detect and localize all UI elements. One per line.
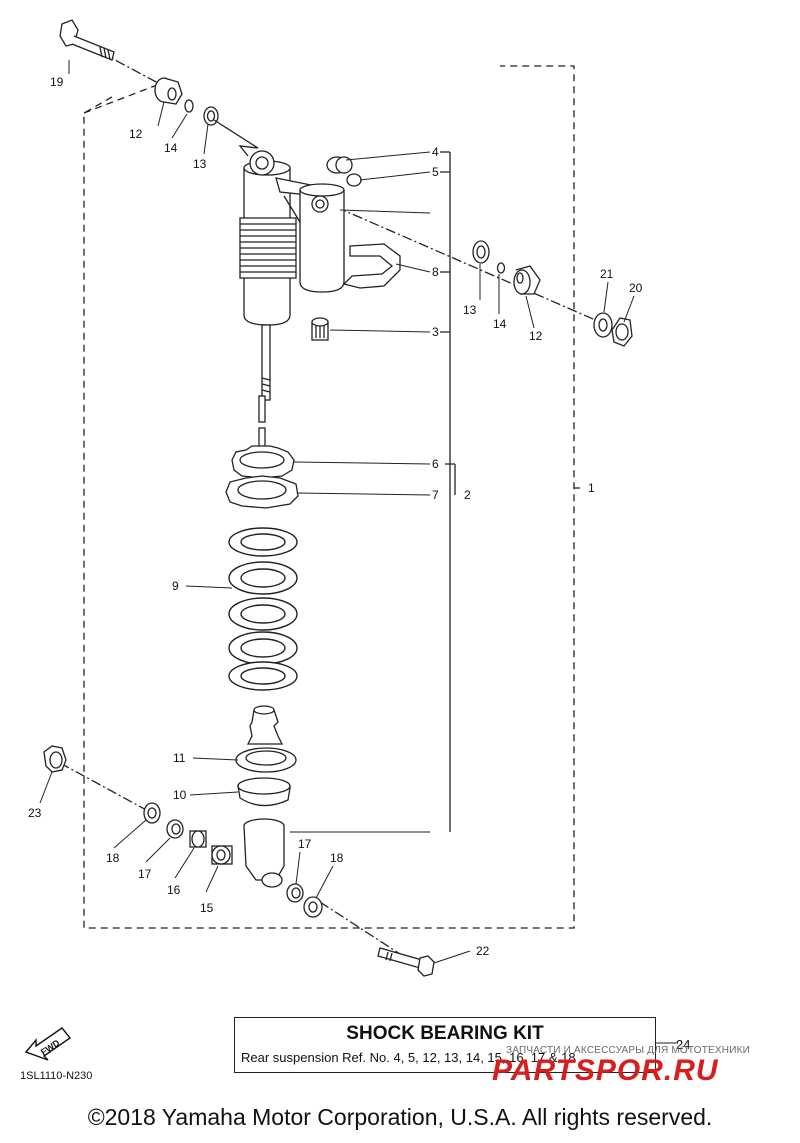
leader-lines: [39, 60, 678, 1044]
seal-18-right: [303, 896, 323, 918]
centerline-right-hardware: [319, 199, 601, 323]
callout-13-top: 13: [193, 157, 207, 171]
callout-21: 21: [600, 267, 614, 281]
callout-6: 6: [432, 457, 439, 471]
guide-11: [235, 747, 297, 773]
centerline-bottom-bolt: [319, 901, 401, 955]
callout-3: 3: [432, 325, 439, 339]
collar-12-top: [154, 77, 183, 105]
callout-1: 1: [588, 481, 595, 495]
diagram-code: 1SL1110-N230: [20, 1070, 93, 1082]
callout-17-right: 17: [298, 837, 312, 851]
callout-12-right: 12: [529, 329, 543, 343]
bottom-bolt-22: [377, 947, 435, 977]
callout-2: 2: [464, 488, 471, 502]
collar-4: [326, 156, 353, 174]
centerline-top-bolt: [99, 51, 161, 85]
callout-numbers: 19 12 14 13 4 5 8 3 13 14 12 21 20 6 7 2…: [28, 75, 643, 958]
callout-14-top: 14: [164, 141, 178, 155]
callout-18-right: 18: [330, 851, 344, 865]
shock-body: [239, 150, 345, 326]
callout-16: 16: [167, 883, 181, 897]
callout-23: 23: [28, 806, 42, 820]
lower-clevis: [243, 818, 285, 888]
nut-20: [611, 317, 633, 347]
collar-15: [211, 845, 233, 865]
callout-18-left: 18: [106, 851, 120, 865]
callout-17-left: 17: [138, 867, 152, 881]
copyright-notice: ©2018 Yamaha Motor Corporation, U.S.A. A…: [87, 1104, 713, 1130]
band-8: [342, 243, 401, 289]
kit-title: SHOCK BEARING KIT: [346, 1023, 544, 1044]
callout-4: 4: [432, 145, 439, 159]
callout-12-top: 12: [129, 127, 143, 141]
seal-13-top: [203, 106, 219, 126]
top-bolt-19: [59, 19, 115, 61]
callout-15: 15: [200, 901, 214, 915]
stopper-10: [237, 777, 291, 807]
callout-10: 10: [173, 788, 187, 802]
callout-7: 7: [432, 488, 439, 502]
fwd-arrow-icon: FWD: [22, 1022, 74, 1067]
callout-14-right: 14: [493, 317, 507, 331]
bearing-3: [311, 317, 329, 341]
centerline-bottom-nut: [59, 762, 151, 813]
oring-14-right: [496, 262, 506, 274]
bearing-16: [189, 830, 207, 848]
seal-18-left: [143, 802, 161, 824]
callout-13-right: 13: [463, 303, 477, 317]
callout-5: 5: [432, 165, 439, 179]
callout-8: 8: [432, 265, 439, 279]
shock-bearing-kit-box: SHOCK BEARING KIT Rear suspension Ref. N…: [234, 1017, 656, 1073]
clip-5: [346, 173, 362, 187]
collar-17-left: [166, 819, 184, 839]
callout-9: 9: [172, 579, 179, 593]
watermark-tagline: ЗАПЧАСТИ И АКСЕССУАРЫ ДЛЯ МОТОТЕХНИКИ: [506, 1045, 751, 1056]
adjust-nut-7: [225, 475, 299, 509]
collar-12-right: [513, 265, 541, 295]
bracket-upper-group: [440, 151, 451, 832]
callout-24: 24: [676, 1037, 691, 1052]
callout-20: 20: [629, 281, 643, 295]
kit-subtitle: Rear suspension Ref. No. 4, 5, 12, 13, 1…: [241, 1050, 576, 1065]
callout-22: 22: [476, 944, 490, 958]
callout-19: 19: [50, 75, 64, 89]
spring-9: [228, 527, 298, 691]
washer-21: [593, 312, 613, 338]
seal-13-right: [472, 240, 490, 264]
adjust-nut-6: [231, 445, 295, 479]
shock-shaft: [258, 324, 271, 451]
collar-17-right: [286, 883, 304, 903]
callout-11: 11: [173, 751, 186, 765]
bracket-collar-group: [445, 463, 456, 495]
oring-14-top: [184, 99, 194, 113]
nut-23: [43, 745, 67, 773]
bump-stop: [246, 705, 284, 745]
watermark-logo: PARTSPOR.RU: [492, 1054, 719, 1087]
